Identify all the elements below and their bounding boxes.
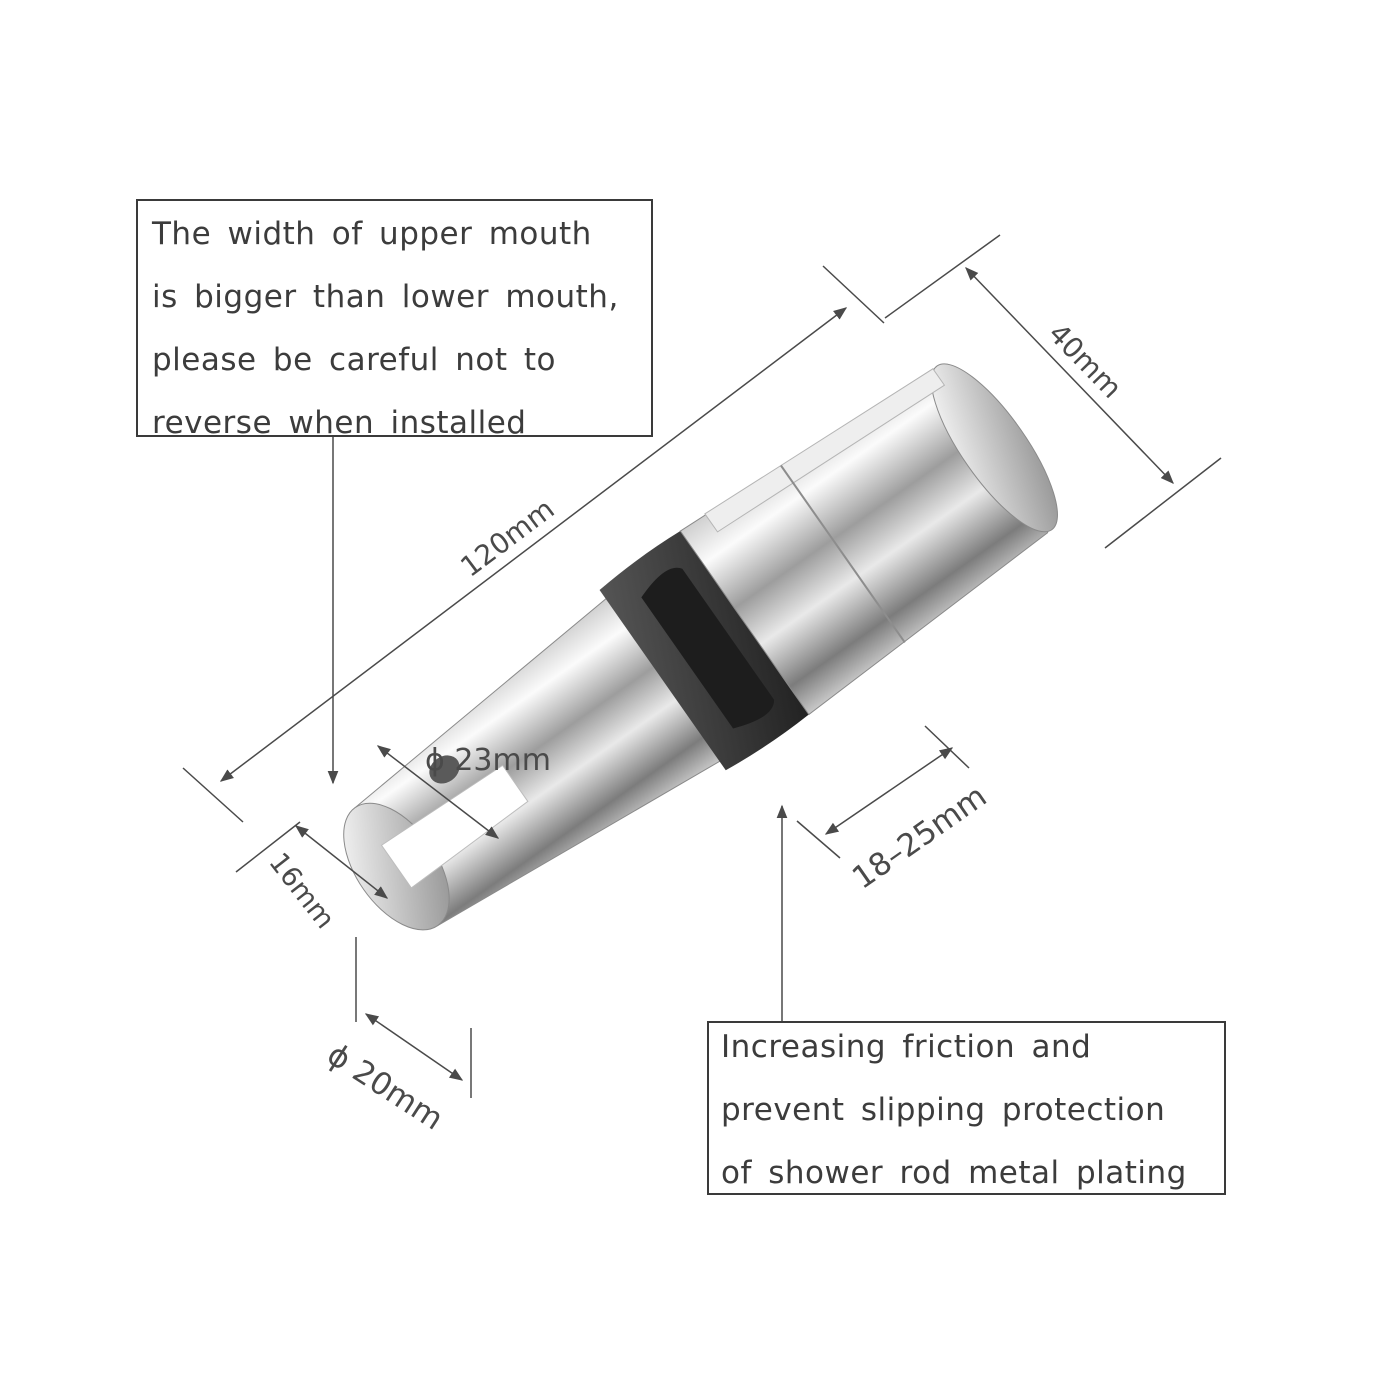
extension-line	[182, 767, 244, 823]
diameter-arrow	[965, 267, 1174, 484]
extension-line	[924, 725, 970, 769]
extension-line	[235, 821, 301, 873]
extension-line	[1104, 457, 1222, 549]
note-line: of shower rod metal plating	[721, 1155, 1187, 1191]
length-label: 120mm	[454, 492, 560, 583]
length-arrow	[219, 307, 848, 782]
note-line: please be careful not to	[152, 342, 556, 378]
upper-mouth-arrow	[376, 745, 500, 839]
note-line: The width of upper mouth	[152, 216, 592, 252]
dimension-upper-mouth: ϕ 23mm	[376, 743, 551, 839]
extension-line	[884, 234, 1001, 319]
rod-range-arrow	[824, 747, 954, 835]
lower-mouth-arrow	[364, 1013, 464, 1081]
note-line: reverse when installed	[152, 405, 527, 441]
dimension-rod-range: 18–25mm	[796, 725, 993, 897]
note-line: Increasing friction and	[721, 1029, 1092, 1065]
extension-line	[796, 820, 841, 859]
depth-label: 16mm	[262, 847, 340, 935]
friction-note: Increasing friction and prevent slipping…	[707, 1021, 1226, 1195]
note-line: prevent slipping protection	[721, 1092, 1166, 1128]
rod-range-label: 18–25mm	[846, 778, 993, 896]
upper-mouth-note: The width of upper mouth is bigger than …	[136, 199, 653, 441]
dimension-lower-mouth: ϕ 20mm	[321, 937, 472, 1138]
depth-arrow	[294, 825, 389, 899]
extension-line	[822, 265, 885, 324]
lower-mouth-label: ϕ 20mm	[321, 1037, 450, 1138]
note-line: is bigger than lower mouth,	[152, 279, 619, 315]
upper-mouth-label: ϕ 23mm	[425, 743, 551, 778]
